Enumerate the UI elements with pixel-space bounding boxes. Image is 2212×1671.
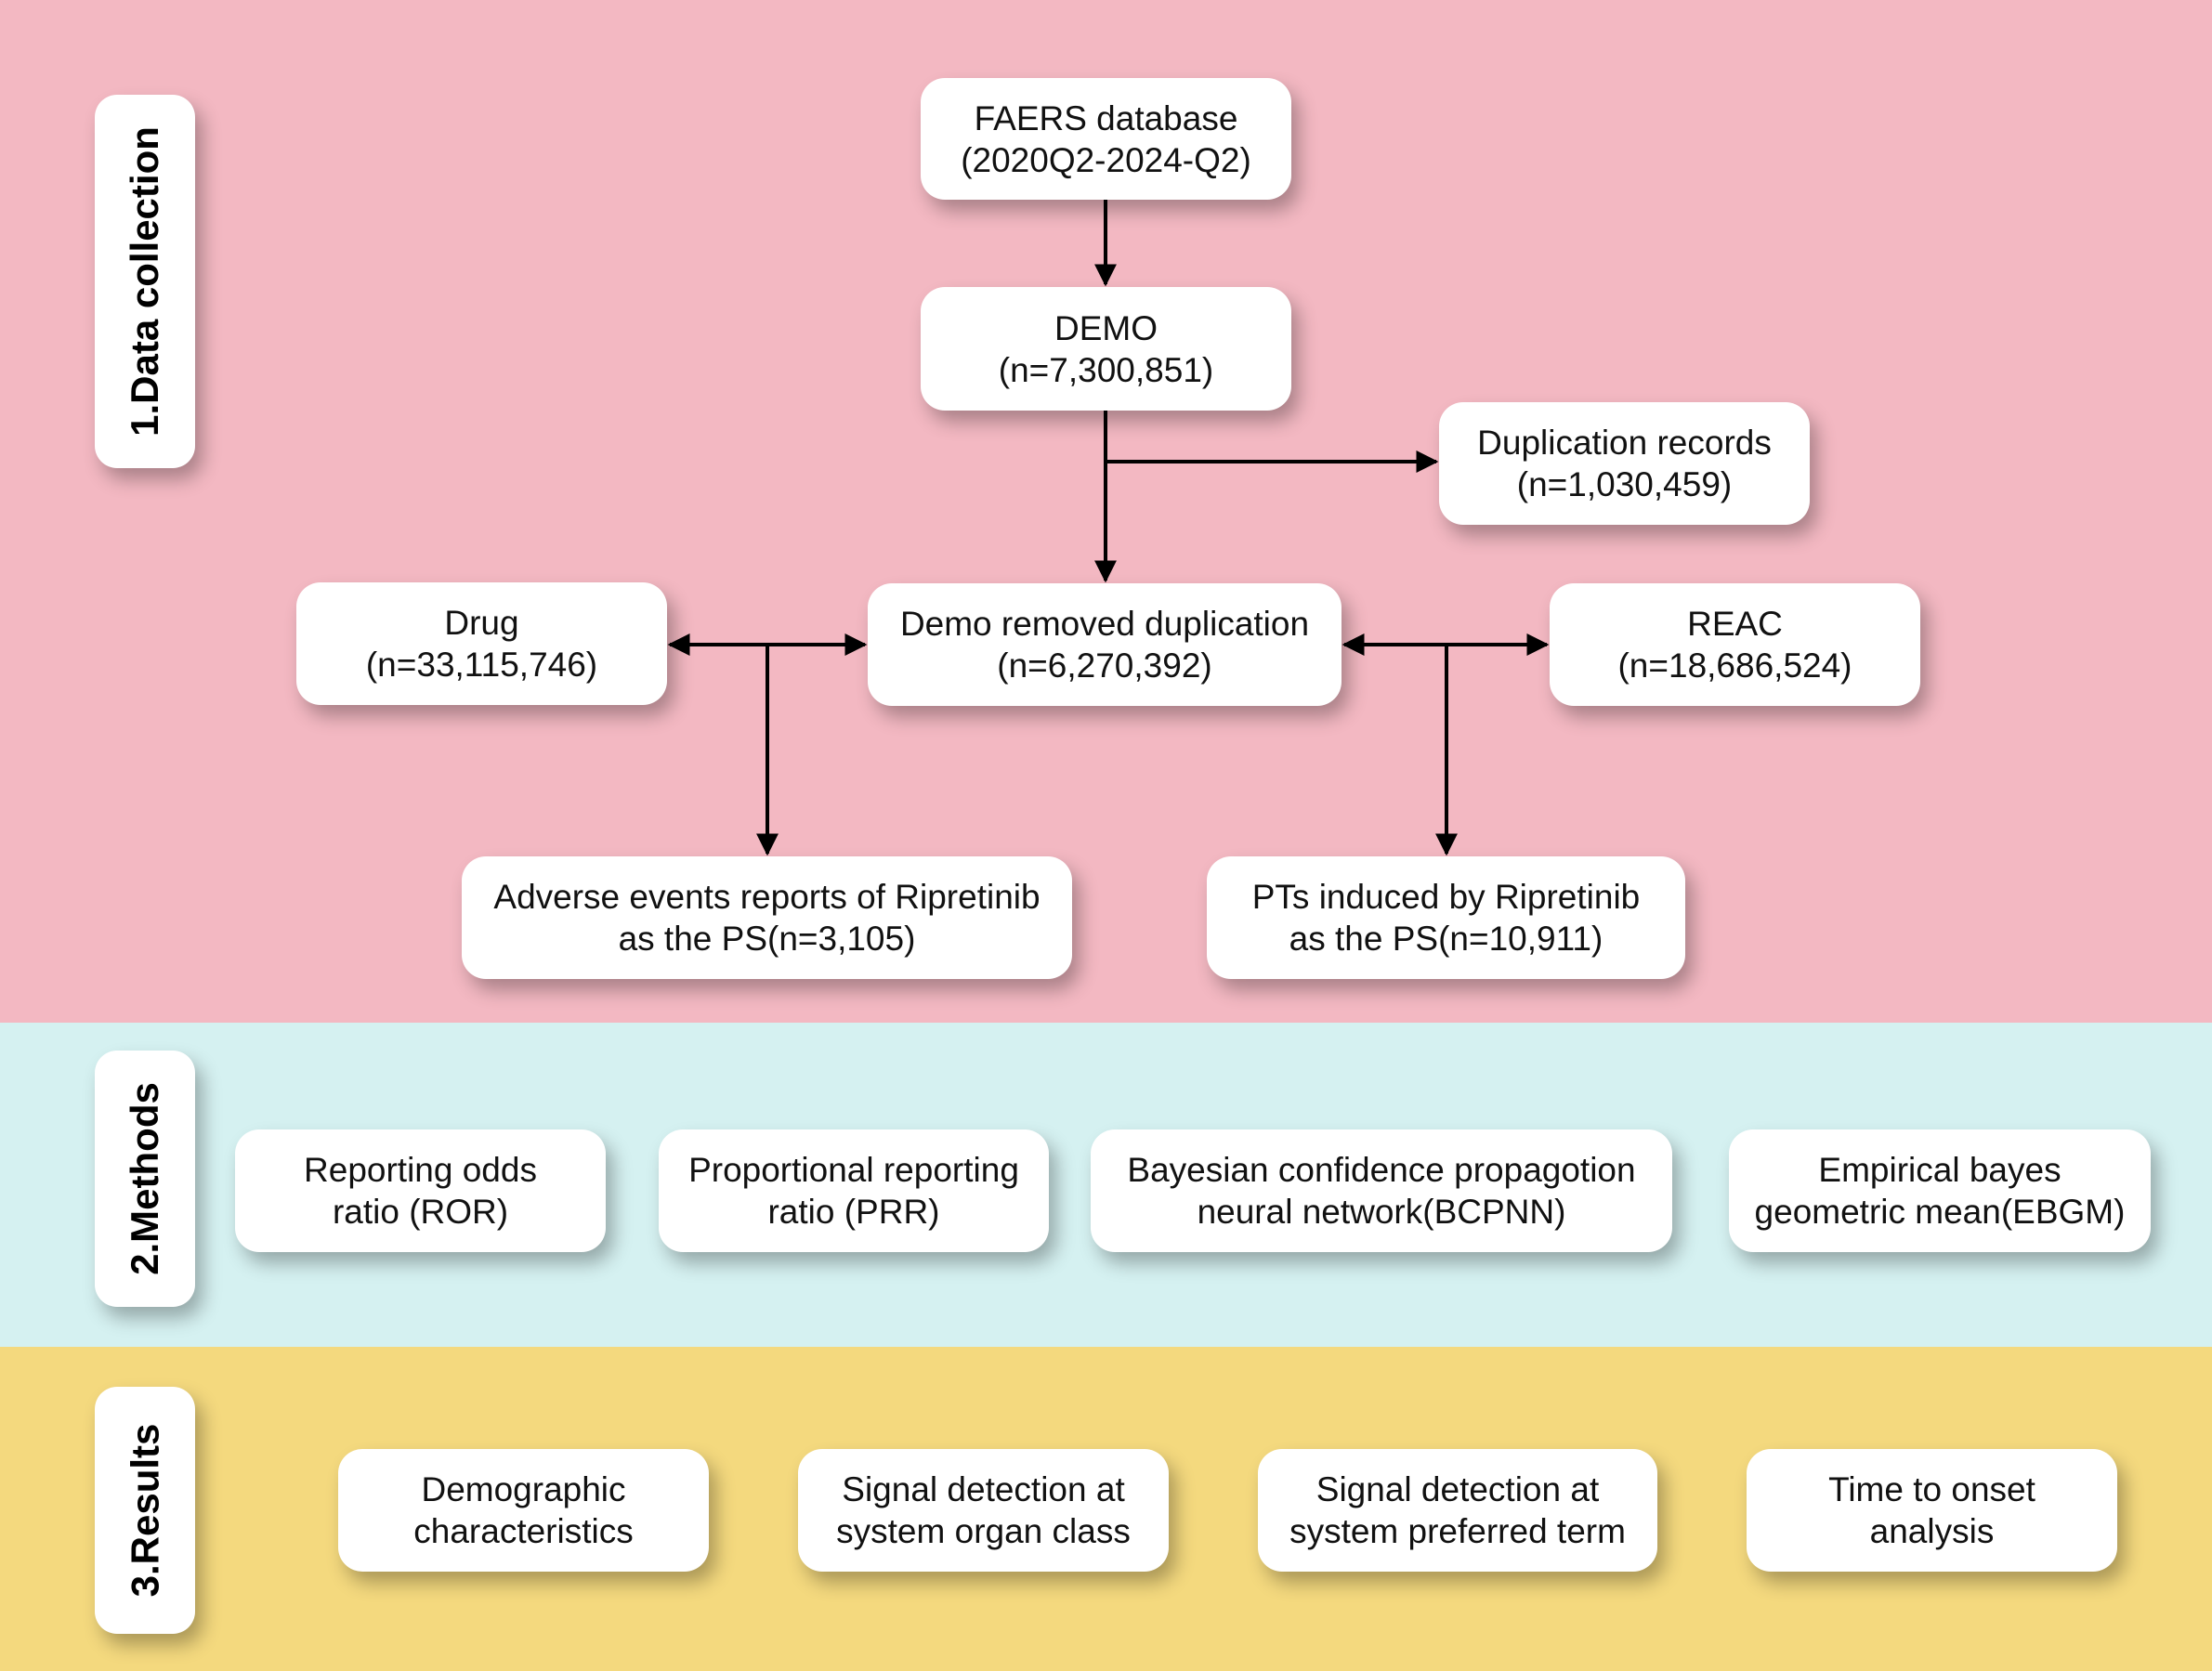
box-line: (2020Q2-2024-Q2) bbox=[961, 140, 1251, 179]
box-line: FAERS database bbox=[974, 98, 1238, 137]
section-label-data-collection: 1.Data collection bbox=[95, 95, 195, 468]
box-line: REAC bbox=[1687, 605, 1783, 643]
box-line: Proportional reporting bbox=[688, 1151, 1019, 1189]
faers-database-box: FAERS database (2020Q2-2024-Q2) bbox=[921, 78, 1291, 200]
box-line: as the PS(n=3,105) bbox=[618, 920, 916, 958]
box-line: characteristics bbox=[413, 1512, 634, 1550]
box-line: (n=1,030,459) bbox=[1516, 465, 1733, 503]
box-line: Bayesian confidence propagotion bbox=[1127, 1151, 1636, 1189]
result-pt-box: Signal detection at system preferred ter… bbox=[1258, 1449, 1657, 1572]
box-line: DEMO bbox=[1054, 308, 1158, 347]
method-ebgm-box: Empirical bayes geometric mean(EBGM) bbox=[1729, 1129, 2151, 1252]
box-line: analysis bbox=[1869, 1512, 1995, 1550]
box-line: ratio (ROR) bbox=[332, 1193, 509, 1231]
box-line: system preferred term bbox=[1289, 1512, 1626, 1550]
reac-box: REAC (n=18,686,524) bbox=[1550, 583, 1920, 706]
box-line: (n=7,300,851) bbox=[998, 350, 1214, 389]
box-line: Drug bbox=[444, 604, 519, 642]
box-line: Empirical bayes bbox=[1818, 1151, 2061, 1189]
box-line: as the PS(n=10,911) bbox=[1289, 920, 1603, 958]
method-prr-box: Proportional reporting ratio (PRR) bbox=[659, 1129, 1049, 1252]
section-label-methods: 2.Methods bbox=[95, 1051, 195, 1307]
section-label-results: 3.Results bbox=[95, 1387, 195, 1634]
adverse-events-reports-box: Adverse events reports of Ripretinib as … bbox=[462, 856, 1072, 979]
box-line: geometric mean(EBGM) bbox=[1754, 1193, 2126, 1231]
box-line: Signal detection at bbox=[1315, 1470, 1600, 1508]
box-line: system organ class bbox=[836, 1512, 1131, 1550]
box-line: Reporting odds bbox=[304, 1151, 537, 1189]
box-line: ratio (PRR) bbox=[767, 1193, 940, 1231]
box-line: (n=33,115,746) bbox=[365, 646, 598, 684]
method-ror-box: Reporting odds ratio (ROR) bbox=[235, 1129, 606, 1252]
box-line: Duplication records bbox=[1477, 424, 1772, 462]
demo-box: DEMO (n=7,300,851) bbox=[921, 287, 1291, 411]
result-time-to-onset-box: Time to onset analysis bbox=[1747, 1449, 2117, 1572]
method-bcpnn-box: Bayesian confidence propagotion neural n… bbox=[1091, 1129, 1672, 1252]
box-line: Signal detection at bbox=[842, 1470, 1125, 1508]
duplication-records-box: Duplication records (n=1,030,459) bbox=[1439, 402, 1810, 525]
box-line: Time to onset bbox=[1828, 1470, 2035, 1508]
result-demographic-box: Demographic characteristics bbox=[338, 1449, 709, 1572]
box-line: (n=18,686,524) bbox=[1617, 646, 1852, 685]
box-line: Adverse events reports of Ripretinib bbox=[493, 878, 1041, 916]
box-line: (n=6,270,392) bbox=[997, 646, 1212, 685]
result-soc-box: Signal detection at system organ class bbox=[798, 1449, 1169, 1572]
box-line: PTs induced by Ripretinib bbox=[1251, 878, 1641, 916]
box-line: neural network(BCPNN) bbox=[1197, 1193, 1566, 1231]
box-line: Demographic bbox=[421, 1470, 626, 1508]
drug-box: Drug (n=33,115,746) bbox=[296, 582, 667, 705]
pts-induced-box: PTs induced by Ripretinib as the PS(n=10… bbox=[1207, 856, 1685, 979]
box-line: Demo removed duplication bbox=[899, 605, 1310, 643]
demo-removed-duplication-box: Demo removed duplication (n=6,270,392) bbox=[868, 583, 1342, 706]
